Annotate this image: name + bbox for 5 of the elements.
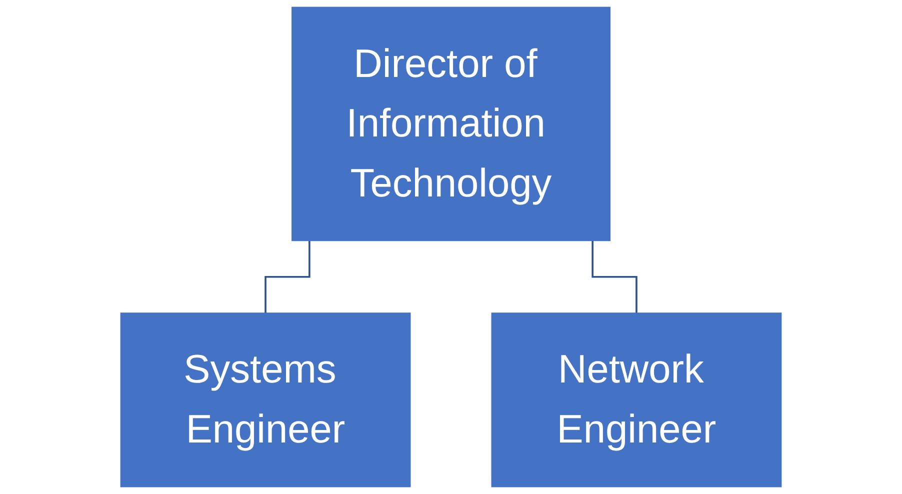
connector <box>264 240 310 314</box>
node-box: Director of Information Technology <box>292 6 610 242</box>
node-box: Network Engineer <box>491 312 782 488</box>
node-box: Systems Engineer <box>120 312 411 488</box>
connector <box>592 240 638 314</box>
